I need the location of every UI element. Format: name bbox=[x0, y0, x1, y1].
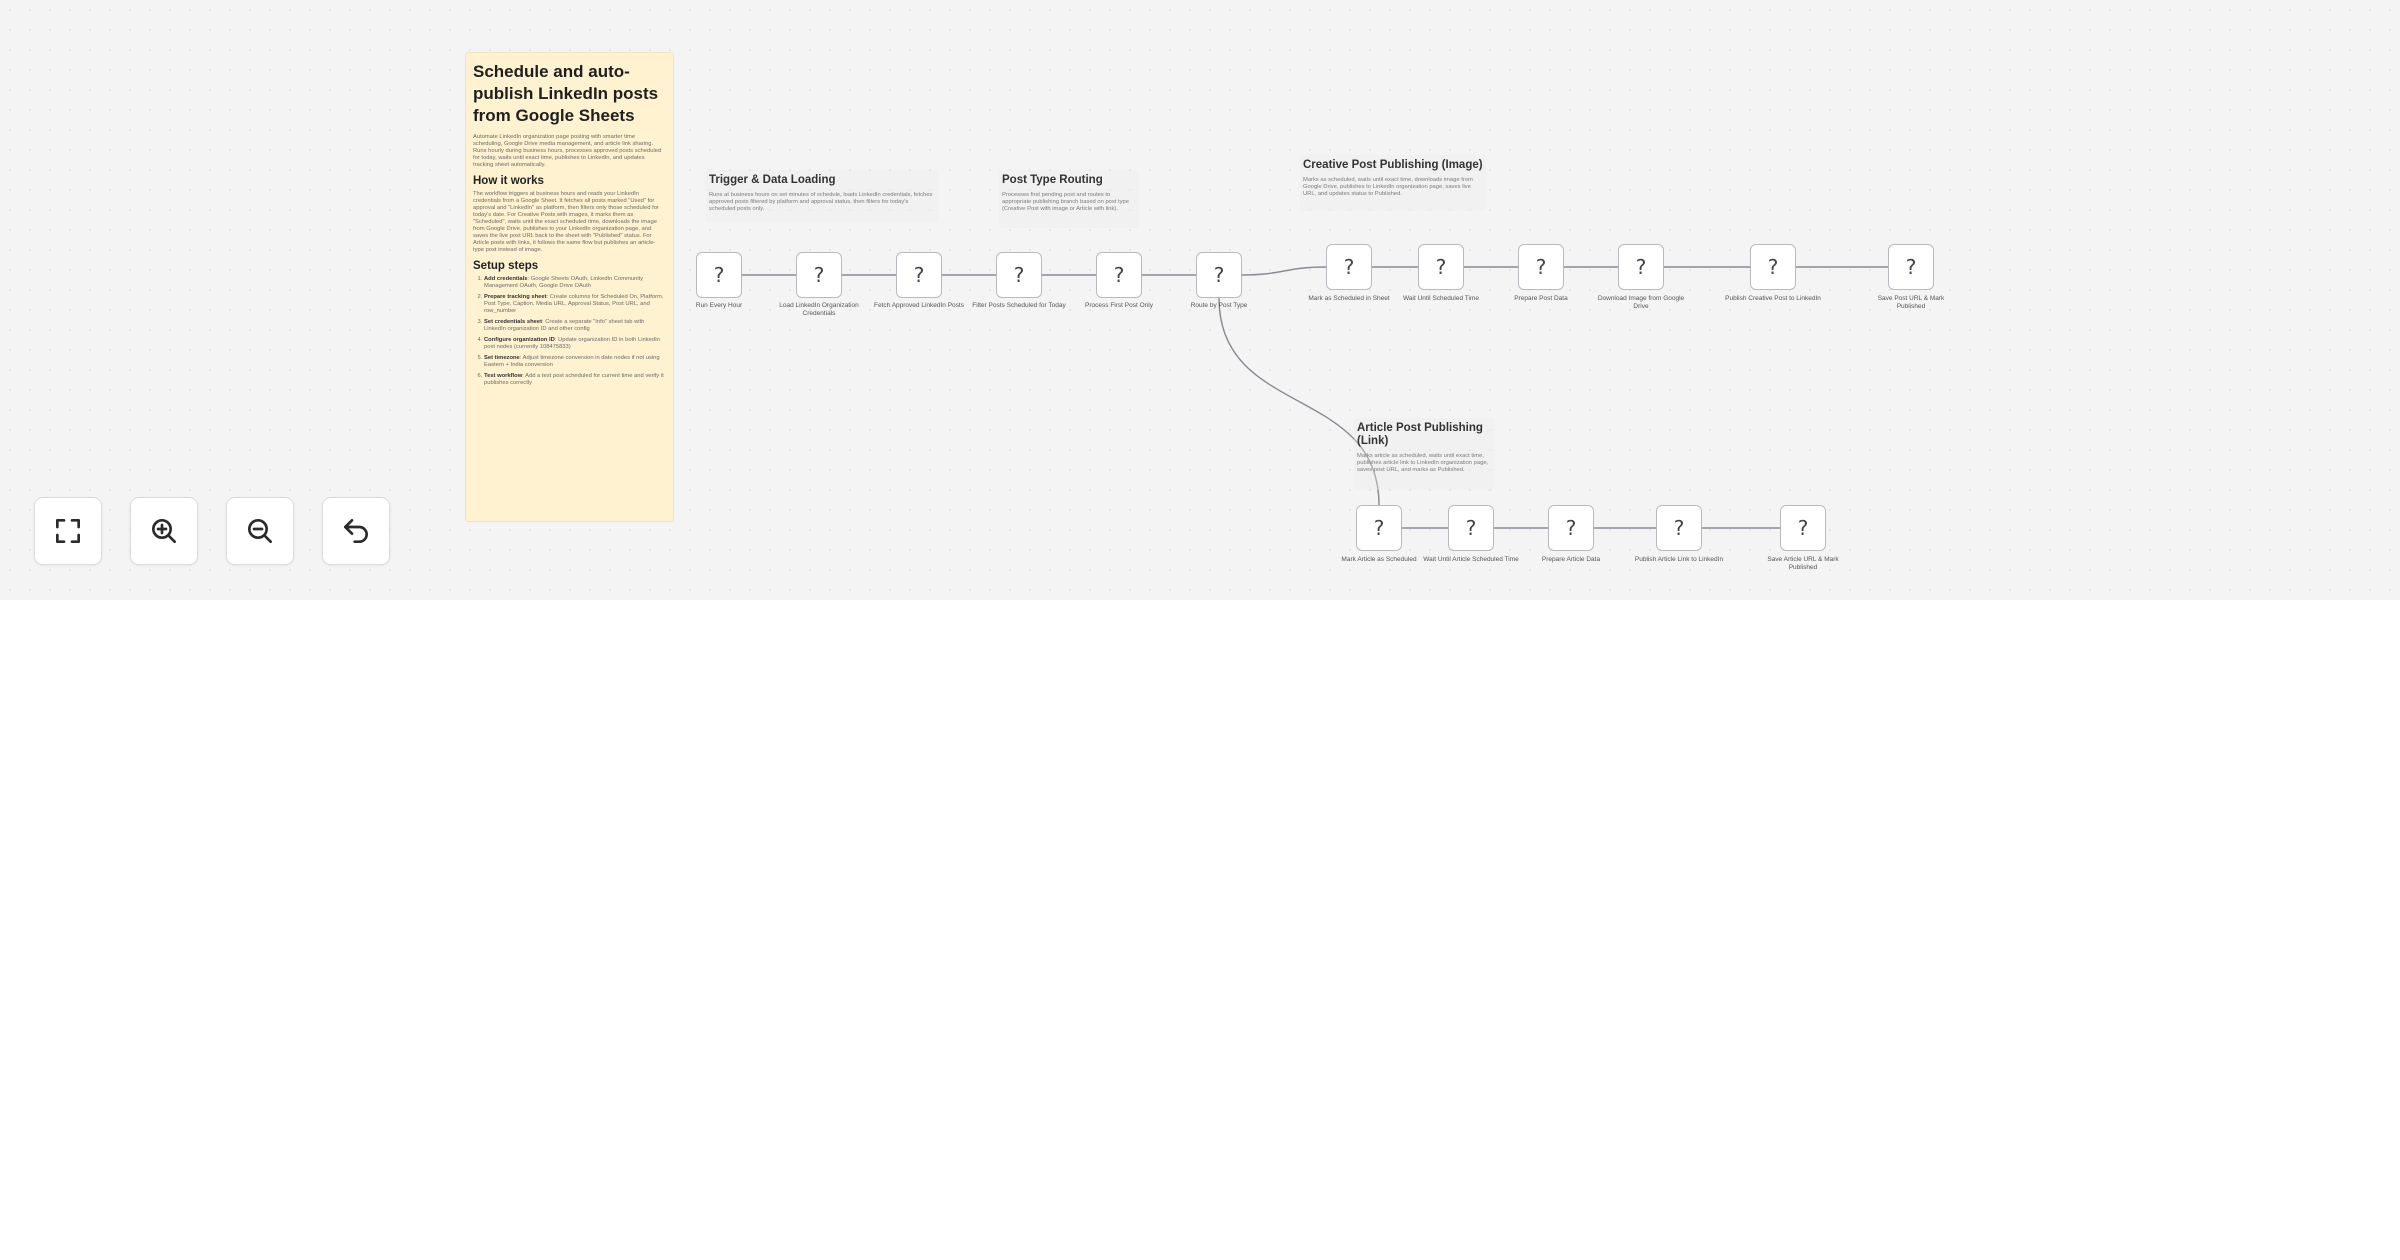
node-route-by-type[interactable]: ? bbox=[1196, 252, 1242, 298]
workflow-canvas[interactable]: Schedule and auto-publish LinkedIn posts… bbox=[0, 0, 2400, 600]
overview-title: Schedule and auto-publish LinkedIn posts… bbox=[473, 62, 659, 125]
setup-step-text: : Adjust timezone conversion in date nod… bbox=[484, 355, 660, 368]
unknown-node-icon: ? bbox=[1673, 516, 1685, 540]
connection-n6-c1 bbox=[1241, 266, 1327, 276]
section-text: Runs at business hours on set minutes of… bbox=[709, 192, 933, 212]
node-fetch-posts[interactable]: ? bbox=[896, 252, 942, 298]
node-load-credentials[interactable]: ? bbox=[796, 252, 842, 298]
zoom-in-icon bbox=[152, 519, 176, 543]
unknown-node-icon: ? bbox=[913, 263, 925, 287]
node-run-every-hour[interactable]: ? bbox=[696, 252, 742, 298]
unknown-node-icon: ? bbox=[1213, 263, 1225, 287]
unknown-node-icon: ? bbox=[713, 263, 725, 287]
setup-steps-list: Add credentials: Google Sheets OAuth, Li… bbox=[473, 276, 666, 387]
node-label: Run Every Hour bbox=[695, 302, 743, 309]
setup-step: Configure organization ID: Update organi… bbox=[484, 337, 666, 351]
unknown-node-icon: ? bbox=[1435, 255, 1447, 279]
setup-step: Set timezone: Adjust timezone conversion… bbox=[484, 355, 666, 369]
node-label: Wait Until Article Scheduled Time bbox=[1423, 556, 1519, 563]
node-label: Download Image from Google Drive bbox=[1597, 295, 1685, 310]
section-title: Trigger & Data Loading bbox=[709, 174, 836, 186]
setup-step-text: : Update organization ID in both LinkedI… bbox=[484, 337, 660, 350]
node-label: Save Post URL & Mark Published bbox=[1877, 295, 1945, 310]
setup-step-title: Add credentials bbox=[484, 276, 528, 282]
setup-step-title: Set credentials sheet bbox=[484, 319, 542, 325]
unknown-node-icon: ? bbox=[1113, 263, 1125, 287]
unknown-node-icon: ? bbox=[1635, 255, 1647, 279]
node-save-article-url[interactable]: ? bbox=[1780, 505, 1826, 551]
setup-step-text: : Create columns for Scheduled On, Platf… bbox=[484, 294, 664, 314]
setup-step-title: Set timezone bbox=[484, 355, 520, 361]
node-label: Filter Posts Scheduled for Today bbox=[972, 302, 1066, 309]
how-it-works-heading: How it works bbox=[473, 175, 544, 187]
node-label: Load LinkedIn Organization Credentials bbox=[779, 302, 859, 317]
unknown-node-icon: ? bbox=[1797, 516, 1809, 540]
node-download-image[interactable]: ? bbox=[1618, 244, 1664, 290]
section-text: Processes first pending post and routes … bbox=[1002, 192, 1129, 212]
reset-button[interactable] bbox=[322, 497, 390, 565]
node-label: Wait Until Scheduled Time bbox=[1403, 295, 1479, 302]
sticky-note-overview[interactable]: Schedule and auto-publish LinkedIn posts… bbox=[465, 52, 674, 522]
unknown-node-icon: ? bbox=[1465, 516, 1477, 540]
setup-step-title: Prepare tracking sheet bbox=[484, 294, 547, 300]
section-title: Article Post Publishing (Link) bbox=[1357, 422, 1483, 447]
setup-step: Set credentials sheet: Create a separate… bbox=[484, 319, 666, 333]
unknown-node-icon: ? bbox=[1343, 255, 1355, 279]
node-label: Prepare Post Data bbox=[1514, 295, 1568, 302]
node-save-post-url[interactable]: ? bbox=[1888, 244, 1934, 290]
unknown-node-icon: ? bbox=[813, 263, 825, 287]
unknown-node-icon: ? bbox=[1373, 516, 1385, 540]
node-wait-article[interactable]: ? bbox=[1448, 505, 1494, 551]
sticky-note-article[interactable]: Article Post Publishing (Link) Marks art… bbox=[1354, 418, 1494, 490]
setup-step: Test workflow: Add a test post scheduled… bbox=[484, 373, 666, 387]
zoom-out-button[interactable] bbox=[226, 497, 294, 565]
node-label: Fetch Approved LinkedIn Posts bbox=[874, 302, 964, 309]
setup-step-text: : Add a test post scheduled for current … bbox=[484, 373, 664, 386]
node-label: Process First Post Only bbox=[1085, 302, 1153, 309]
node-mark-scheduled[interactable]: ? bbox=[1326, 244, 1372, 290]
node-label: Prepare Article Data bbox=[1541, 556, 1601, 563]
node-label: Mark as Scheduled in Sheet bbox=[1308, 295, 1390, 302]
fit-view-button[interactable] bbox=[34, 497, 102, 565]
zoom-in-button[interactable] bbox=[130, 497, 198, 565]
node-label: Save Article URL & Mark Published bbox=[1767, 556, 1839, 571]
zoom-out-icon bbox=[248, 519, 272, 543]
section-text: Marks as scheduled, waits until exact ti… bbox=[1303, 177, 1473, 197]
node-mark-article-scheduled[interactable]: ? bbox=[1356, 505, 1402, 551]
setup-step: Prepare tracking sheet: Create columns f… bbox=[484, 294, 666, 315]
setup-step-text: : Google Sheets OAuth, LinkedIn Communit… bbox=[484, 276, 644, 289]
setup-steps-heading: Setup steps bbox=[473, 260, 539, 272]
node-prepare-article[interactable]: ? bbox=[1548, 505, 1594, 551]
node-label: Publish Article Link to LinkedIn bbox=[1634, 556, 1724, 563]
unknown-node-icon: ? bbox=[1767, 255, 1779, 279]
node-wait-until[interactable]: ? bbox=[1418, 244, 1464, 290]
section-title: Creative Post Publishing (Image) bbox=[1303, 159, 1483, 171]
how-it-works-text: The workflow triggers at business hours … bbox=[473, 191, 659, 253]
section-text: Marks article as scheduled, waits until … bbox=[1357, 453, 1489, 473]
node-label: Mark Article as Scheduled bbox=[1341, 556, 1417, 563]
fullscreen-icon bbox=[56, 519, 80, 543]
unknown-node-icon: ? bbox=[1565, 516, 1577, 540]
overview-intro: Automate LinkedIn organization page post… bbox=[473, 134, 662, 168]
node-publish-article[interactable]: ? bbox=[1656, 505, 1702, 551]
setup-step-title: Configure organization ID bbox=[484, 337, 555, 343]
node-publish-creative[interactable]: ? bbox=[1750, 244, 1796, 290]
node-filter-today[interactable]: ? bbox=[996, 252, 1042, 298]
unknown-node-icon: ? bbox=[1013, 263, 1025, 287]
setup-step: Add credentials: Google Sheets OAuth, Li… bbox=[484, 276, 666, 290]
unknown-node-icon: ? bbox=[1905, 255, 1917, 279]
unknown-node-icon: ? bbox=[1535, 255, 1547, 279]
sticky-note-trigger[interactable]: Trigger & Data Loading Runs at business … bbox=[706, 170, 938, 222]
node-process-first[interactable]: ? bbox=[1096, 252, 1142, 298]
sticky-note-creative[interactable]: Creative Post Publishing (Image) Marks a… bbox=[1300, 155, 1486, 211]
node-label: Route by Post Type bbox=[1190, 302, 1248, 309]
node-prepare-post[interactable]: ? bbox=[1518, 244, 1564, 290]
node-label: Publish Creative Post to LinkedIn bbox=[1725, 295, 1821, 302]
setup-step-text: : Create a separate "Info" sheet tab wit… bbox=[484, 319, 645, 332]
setup-step-title: Test workflow bbox=[484, 373, 523, 379]
sticky-note-routing[interactable]: Post Type Routing Processes first pendin… bbox=[999, 170, 1139, 228]
section-title: Post Type Routing bbox=[1002, 174, 1103, 186]
undo-icon bbox=[344, 519, 368, 543]
